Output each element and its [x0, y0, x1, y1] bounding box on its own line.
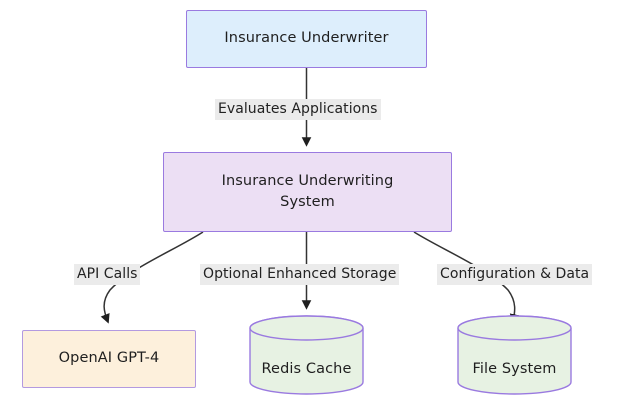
edge-label-evaluates-applications: Evaluates Applications: [215, 99, 381, 120]
node-insurance-underwriting-system[interactable]: Insurance Underwriting System: [163, 152, 452, 232]
node-openai-gpt-4[interactable]: OpenAI GPT-4: [22, 330, 196, 388]
node-file-system[interactable]: File System: [457, 315, 572, 395]
node-redis-cache[interactable]: Redis Cache: [249, 315, 364, 395]
node-insurance-underwriter[interactable]: Insurance Underwriter: [186, 10, 427, 68]
node-label-openai-gpt-4: OpenAI GPT-4: [58, 350, 160, 367]
node-label-insurance-underwriter: Insurance Underwriter: [224, 30, 389, 47]
edge-label-configuration-and-data: Configuration & Data: [437, 264, 593, 285]
cylinder-shape-filesystem: [457, 315, 572, 395]
node-label-insurance-underwriting-system: Insurance Underwriting System: [221, 172, 394, 210]
cylinder-shape-redis: [249, 315, 364, 395]
node-label-file-system: File System: [472, 360, 557, 377]
edge-label-optional-enhanced-storage: Optional Enhanced Storage: [200, 264, 400, 285]
node-label-redis-cache: Redis Cache: [261, 360, 352, 377]
edge-label-api-calls: API Calls: [74, 264, 141, 285]
